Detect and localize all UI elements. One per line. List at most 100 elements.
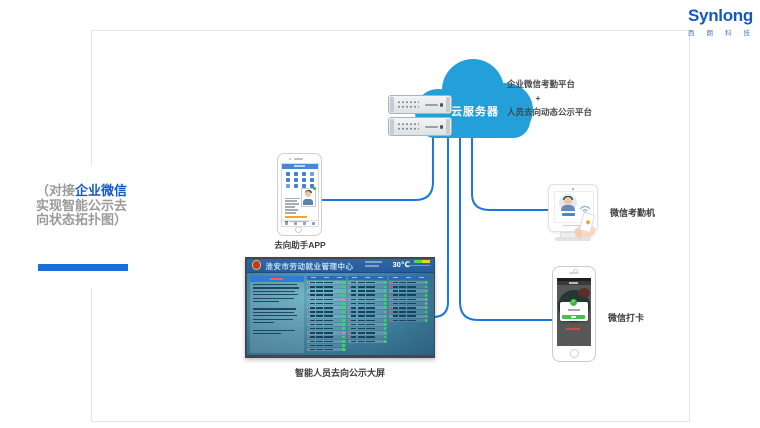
row-text-bar: [324, 344, 334, 347]
app-phone-screen: [281, 162, 319, 227]
row-text-bar: [324, 290, 334, 292]
row-text-bar: [365, 315, 375, 317]
power-dot: [439, 103, 443, 107]
row-text-bar: [324, 311, 334, 313]
status-dot: [342, 293, 345, 297]
row-marker: [307, 348, 310, 351]
brand-watermark: [565, 328, 580, 330]
headline-line2: 实现智能公示去: [36, 197, 128, 213]
row-marker: [307, 286, 310, 288]
status-row: [389, 306, 429, 310]
status-dot: [424, 289, 428, 293]
status-dot: [383, 327, 387, 330]
row-text-bar: [351, 290, 357, 292]
row-marker: [308, 303, 310, 305]
big-screen-device: 淮安市劳动就业管理中心 30℃: [245, 257, 435, 358]
status-row: [347, 314, 388, 318]
row-text-bar: [392, 294, 398, 296]
row-text-bar: [365, 307, 375, 309]
status-dot: [342, 327, 345, 330]
server-vents: [397, 100, 419, 109]
row-text-bar: [357, 327, 365, 330]
row-marker: [307, 311, 310, 313]
row-marker: [307, 336, 310, 338]
row-text-bar: [310, 319, 316, 322]
row-text-bar: [310, 290, 316, 292]
row-marker: [307, 319, 310, 322]
face-avatar: [564, 197, 572, 205]
row-text-bar: [392, 298, 398, 301]
status-row: [347, 306, 388, 310]
status-row: [306, 310, 346, 314]
checkin-dialog: ✓: [559, 299, 588, 321]
row-text-bar: [316, 302, 324, 305]
row-marker: [348, 298, 351, 301]
row-text-bar: [357, 323, 365, 326]
status-dot: [424, 293, 428, 297]
row-text-bar: [316, 298, 324, 301]
status-column: [389, 275, 429, 354]
row-text-bar: [324, 315, 334, 317]
row-text-bar: [365, 302, 375, 305]
app-icon: [302, 184, 307, 189]
row-text-bar: [407, 315, 417, 317]
link-cloud-to-app-phone: [322, 130, 434, 201]
row-text-bar: [316, 319, 324, 322]
status-row: [389, 289, 429, 293]
row-text-bar: [310, 294, 316, 296]
app-icon: [285, 171, 290, 176]
status-row: [347, 297, 388, 302]
big-screen-titlebar: 淮安市劳动就业管理中心 30℃: [246, 258, 434, 273]
notice-panel-header: [249, 275, 304, 282]
app-phone-label: 去向助手APP: [274, 240, 326, 250]
row-text-bar: [365, 327, 375, 330]
row-text-bar: [392, 302, 398, 305]
row-text-bar: [351, 315, 357, 317]
row-text-bar: [392, 319, 398, 322]
status-column: [347, 275, 388, 354]
status-row: [347, 339, 388, 343]
row-text-bar: [351, 307, 357, 309]
row-text-bar: [351, 340, 357, 343]
row-text-bar: [365, 290, 375, 292]
status-dot: [424, 281, 428, 284]
headline-line1: （对接企业微信: [36, 183, 128, 198]
row-marker: [348, 294, 351, 296]
headline-highlight: 企业微信: [75, 183, 128, 198]
row-text-bar: [365, 319, 375, 322]
status-row: [347, 310, 388, 314]
row-text-bar: [324, 332, 334, 334]
row-marker: [307, 344, 310, 347]
row-text-bar: [398, 302, 406, 305]
status-row: [347, 289, 388, 293]
row-text-bar: [398, 311, 406, 313]
status-dot: [383, 331, 387, 335]
profile-card: [300, 187, 316, 207]
row-marker: [308, 328, 310, 330]
headline-line3: 向状态拓扑图）: [36, 212, 128, 228]
row-marker: [307, 294, 310, 296]
kiosk-base: [555, 237, 591, 241]
confirm-button: [562, 314, 585, 319]
row-marker: [308, 315, 310, 317]
status-dot: [342, 306, 345, 310]
row-text-bar: [310, 315, 316, 317]
status-row: [306, 297, 346, 302]
row-text-bar: [365, 286, 375, 288]
status-dot: [424, 285, 428, 289]
status-dot: [383, 335, 387, 339]
speaker-icon: [294, 158, 303, 160]
row-text-bar: [357, 336, 365, 338]
status-row: [306, 301, 346, 306]
app-icon: [310, 184, 315, 189]
row-text-bar: [351, 332, 357, 334]
app-bottom-nav: [282, 220, 318, 226]
row-marker: [349, 290, 351, 292]
row-text-bar: [392, 311, 398, 313]
status-dot: [383, 281, 387, 284]
row-marker: [349, 315, 351, 317]
emblem-icon: [251, 260, 261, 270]
row-marker: [348, 332, 351, 334]
row-text-bar: [407, 281, 417, 284]
app-icon: [310, 171, 315, 176]
